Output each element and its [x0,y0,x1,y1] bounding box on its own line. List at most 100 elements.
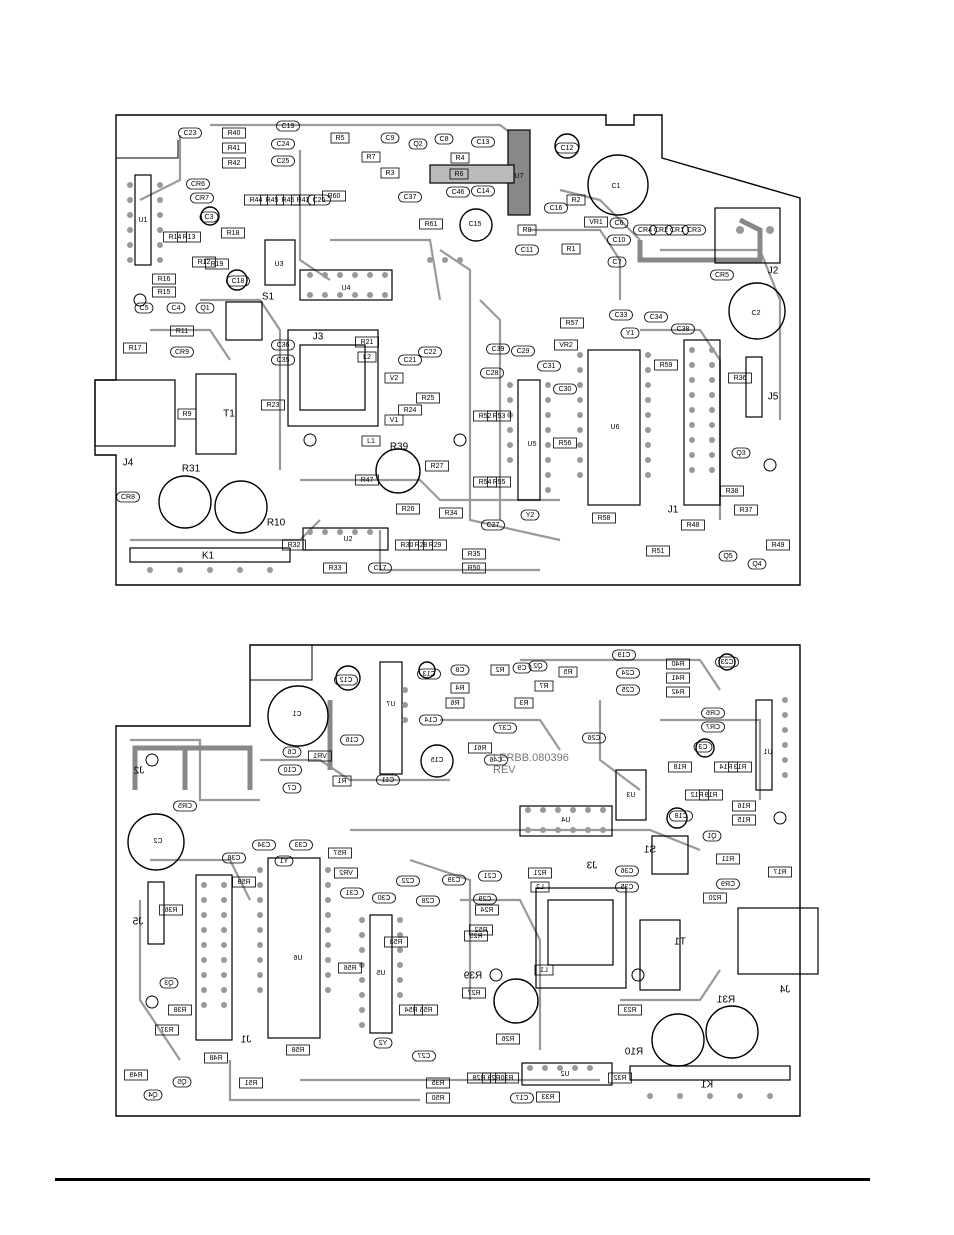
top-label-c2: C2 [752,310,761,317]
bottom-part-outline-q5 [172,1076,192,1088]
top-label-c31: C31 [543,363,556,370]
bottom-label-c39: C39 [447,877,460,884]
bottom-label-r14: R14 [719,764,732,771]
bottom-label-r1: R1 [337,778,346,785]
top-board-thick-traces [512,135,763,263]
bottom-part-outline-c34 [252,839,276,851]
bottom-label-r38: R38 [173,1007,186,1014]
top-label-c25: C25 [277,158,290,165]
bottom-part-outline-r12 [685,789,709,801]
top-label-r24: R24 [404,407,417,414]
top-label-r41: R41 [228,145,241,152]
top-board-mount-holes [133,293,777,472]
bottom-label-q4: Q4 [148,1092,157,1099]
bottom-label-cr7: CR7 [706,724,720,731]
top-label-u6: U6 [611,424,620,431]
top-label-j4: J4 [123,458,134,469]
bottom-label-u5: U5 [376,970,385,977]
bottom-board-solder-side: C12C1U7C15C11R1J2C2J5U6U5J1R58R51R48Q5Q4… [115,644,819,1117]
top-label-c11: C11 [521,247,533,254]
bottom-label-r24: R24 [480,907,493,914]
bottom-label-r11: R11 [722,856,734,863]
top-part-outline-r25 [416,392,440,404]
bottom-label-c13: C13 [422,671,435,678]
bottom-label-r50: R50 [431,1095,444,1102]
top-label-r60: R60 [328,193,341,200]
top-label-c22: C22 [424,349,437,356]
bottom-part-outline-c18 [669,810,693,822]
bottom-part-outline-c14 [419,714,443,726]
top-label-r57: R57 [566,320,579,327]
top-part-outline-c4 [166,302,186,314]
top-label-v1: V1 [390,417,399,424]
top-part-outline-r61 [419,218,443,230]
bottom-part-outline-c7 [282,782,302,794]
bottom-label-u2: U2 [560,1071,569,1078]
bottom-label-j2: J2 [133,766,144,777]
top-label-r19: R19 [211,261,224,268]
bottom-label-q5: Q5 [177,1079,186,1086]
top-label-c39: C39 [492,346,505,353]
top-part-outline-c23 [178,127,202,139]
bottom-label-c33: C33 [294,842,307,849]
top-label-k1: K1 [202,551,215,562]
top-part-outline-c31 [537,360,561,372]
top-part-outline-c26 [307,194,331,206]
bottom-part-outline-c22 [396,875,420,887]
top-label-c37: C37 [404,194,417,201]
bottom-part-outline-q2 [528,660,548,672]
top-part-outline-r28 [409,539,433,551]
bottom-part-outline-c13 [417,668,441,680]
bottom-label-c8: C8 [455,667,464,674]
top-part-outline-r3 [380,167,400,179]
bottom-part-outline-c39 [442,874,466,886]
top-label-c46: C46 [452,189,465,196]
bottom-part-outline-r48 [204,1052,228,1064]
top-label-c8: C8 [440,136,449,143]
top-part-outline-c27 [481,519,505,531]
top-label-c18: C18 [232,278,245,285]
top-label-r48: R48 [687,522,700,529]
top-label-c15: C15 [469,221,482,228]
bottom-board-circles [127,653,759,1067]
bottom-part-outline-c25 [616,684,640,696]
top-part-outline-r18 [221,227,245,239]
bottom-label-c24: C24 [621,670,634,677]
top-label-c1: C1 [612,183,621,190]
top-part-outline-r32 [282,539,306,551]
top-label-u1: U1 [139,217,148,224]
bottom-part-outline-r26 [496,1033,520,1045]
top-part-outline-c21 [398,354,422,366]
top-part-outline-r7 [361,151,381,163]
bottom-label-c37: C37 [498,725,511,732]
bottom-label-r54: R54 [404,1007,417,1014]
bottom-part-outline-c35 [615,881,639,893]
top-part-outline-c16 [544,202,568,214]
bottom-part-outline-vr1 [308,750,332,762]
top-label-r31: R31 [182,464,201,475]
top-part-outline-cr2 [649,224,673,236]
bottom-label-r27: R27 [467,990,480,997]
bottom-part-outline-r30 [495,1072,519,1084]
top-part-outline-r9 [177,408,197,420]
bottom-part-outline-c26 [582,732,606,744]
bottom-label-r61: R61 [473,745,486,752]
bottom-label-r57: R57 [333,850,346,857]
bottom-label-r53: R53 [389,939,402,946]
top-label-r4: R4 [456,155,465,162]
bottom-label-u6: U6 [293,955,302,962]
top-label-c34: C34 [650,314,663,321]
bottom-part-outline-r7 [534,680,554,692]
top-label-r50: R50 [468,565,481,572]
bottom-label-c14: C14 [424,717,437,724]
top-label-cr7: CR7 [195,195,209,202]
top-part-outline-c29 [511,345,535,357]
bottom-label-l2: L2 [536,884,544,891]
bottom-part-outline-r55 [414,1004,438,1016]
bottom-label-r59: R59 [237,879,250,886]
bottom-part-outline-r29 [482,1072,506,1084]
top-label-r52: R52 [479,413,492,420]
top-board-circles [158,133,786,534]
top-label-c4: C4 [172,305,181,312]
bottom-part-outline-c23 [715,656,739,668]
